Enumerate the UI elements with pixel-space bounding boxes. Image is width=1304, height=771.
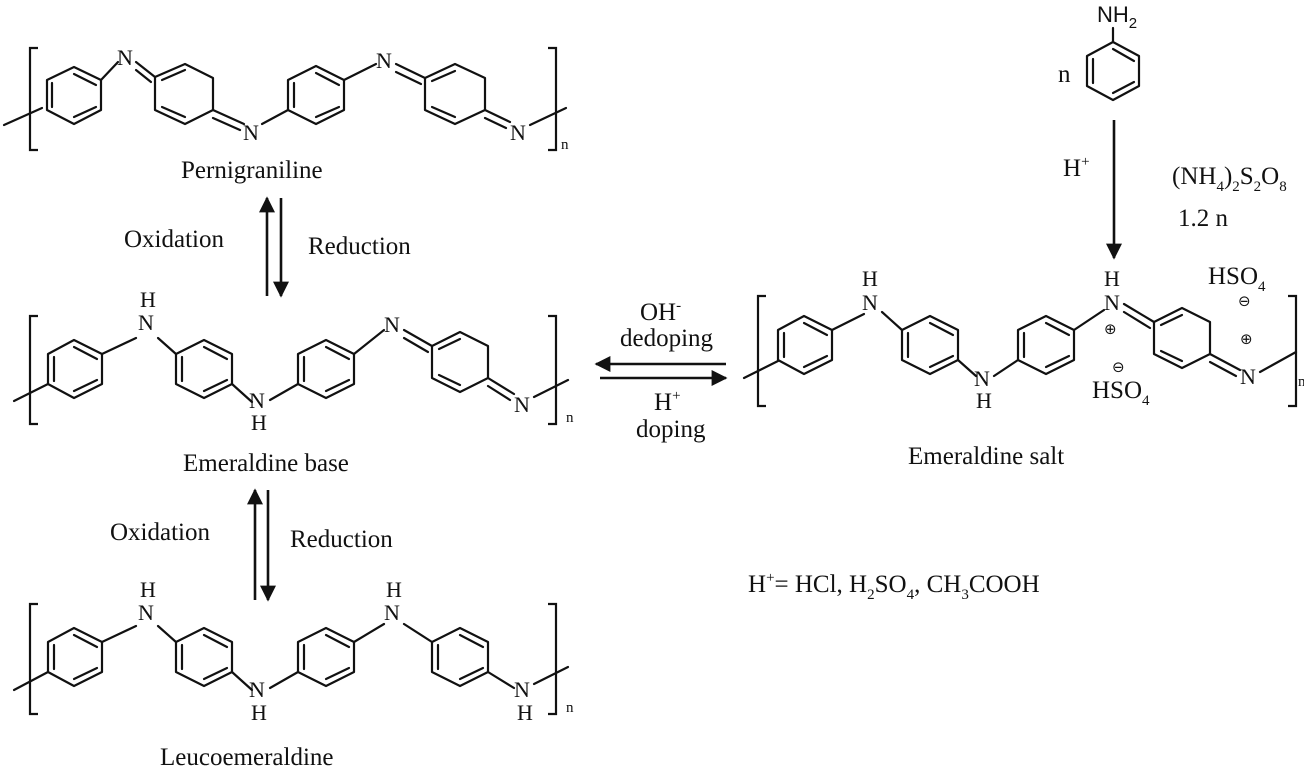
leucoemeraldine-structure: N H N H N H N H n [12, 577, 574, 771]
polymerization-arrow: H+ (NH4)2S2O8 1.2 n [1063, 120, 1287, 260]
benzene-ring [1016, 314, 1076, 376]
quinoid-ring [153, 62, 215, 126]
right-bracket [548, 46, 558, 152]
benzene-ring [1085, 40, 1141, 102]
atom-label: N [138, 600, 154, 625]
atom-label: N [862, 290, 878, 315]
emeraldine-base-label: Emeraldine base [183, 450, 349, 477]
doping-ion: H+ [654, 388, 681, 416]
aniline-monomer: NH2 n [1058, 2, 1141, 102]
atom-label: N [384, 600, 400, 625]
atom-label: N [243, 120, 259, 145]
top-equilibrium-arrows: Oxidation Reduction [124, 196, 411, 298]
atom-label: N [1104, 290, 1120, 315]
right-bracket [1288, 294, 1298, 408]
benzene-ring [286, 64, 346, 126]
atom-label: N [974, 366, 990, 391]
bottom-equilibrium-arrows: Oxidation Reduction [110, 488, 393, 602]
repeat-subscript: n [566, 700, 574, 716]
atom-label: N [1240, 364, 1256, 389]
benzene-ring [296, 338, 356, 400]
monomer-coefficient: n [1058, 61, 1071, 88]
quinoid-ring [1152, 306, 1212, 370]
dedoping-ion: OH- [640, 298, 681, 326]
positive-charge: ⊕ [1104, 321, 1117, 338]
doping-label: doping [636, 416, 706, 443]
oxidant-amount: 1.2 n [1178, 205, 1229, 232]
atom-label: N [249, 677, 265, 702]
atom-label: H [1104, 266, 1120, 291]
left-bracket [28, 314, 38, 426]
right-bracket [548, 314, 558, 426]
atom-label: N [376, 48, 392, 73]
quinoid-ring [423, 62, 487, 126]
atom-label: N [514, 392, 530, 417]
atom-label: N [514, 677, 530, 702]
benzene-ring [900, 314, 960, 376]
left-bracket [756, 294, 766, 408]
benzene-ring [45, 65, 103, 126]
negative-charge: ⊖ [1238, 293, 1251, 310]
benzene-ring [296, 626, 356, 688]
emeraldine-salt-structure: H N N H H N ⊕ N ⊕ [742, 263, 1304, 470]
right-bracket [548, 602, 558, 716]
oxidant-formula: (NH4)2S2O8 [1172, 163, 1287, 195]
repeat-subscript: n [1298, 374, 1304, 390]
atom-label: H [251, 410, 267, 435]
emeraldine-salt-label: Emeraldine salt [908, 443, 1064, 470]
atom-label: N [117, 45, 133, 70]
atom-label: N [384, 312, 400, 337]
atom-label: H [251, 700, 267, 725]
repeat-subscript: n [566, 410, 574, 426]
atom-label: H [386, 577, 402, 602]
reduction-label: Reduction [290, 526, 393, 553]
acid-definition: H+= HCl, H2SO4, CH3COOH [748, 570, 1040, 603]
negative-charge: ⊖ [1112, 359, 1125, 376]
emeraldine-base-structure: N H N H N N n Emeral [12, 287, 574, 477]
repeat-subscript: n [561, 137, 569, 153]
atom-label: H [976, 388, 992, 413]
counterion: HSO4 [1208, 263, 1266, 295]
left-bracket [28, 602, 38, 716]
benzene-ring [174, 338, 234, 400]
benzene-ring [430, 626, 490, 688]
atom-label: H [140, 577, 156, 602]
atom-label: N [138, 310, 154, 335]
positive-charge: ⊕ [1240, 331, 1253, 348]
atom-label: N [510, 120, 526, 145]
counterion: HSO4 [1092, 377, 1150, 409]
dedoping-label: dedoping [620, 325, 714, 352]
pernigraniline-structure: N N N N n [2, 45, 569, 184]
atom-label: H [862, 266, 878, 291]
leucoemeraldine-label: Leucoemeraldine [160, 744, 334, 771]
amino-group: NH2 [1097, 2, 1137, 32]
benzene-ring [174, 626, 234, 688]
atom-label: N [249, 388, 265, 413]
atom-label: H [140, 287, 156, 312]
benzene-ring [46, 626, 104, 688]
doping-arrows: OH- dedoping H+ doping [594, 298, 728, 443]
reduction-label: Reduction [308, 233, 411, 260]
quinoid-ring [430, 330, 490, 394]
oxidation-label: Oxidation [110, 519, 210, 546]
benzene-ring [776, 314, 834, 376]
acid-label: H+ [1063, 154, 1090, 182]
pernigraniline-label: Pernigraniline [181, 157, 323, 184]
left-bracket [28, 46, 38, 152]
oxidation-label: Oxidation [124, 226, 224, 253]
atom-label: H [517, 700, 533, 725]
benzene-ring [46, 338, 104, 400]
